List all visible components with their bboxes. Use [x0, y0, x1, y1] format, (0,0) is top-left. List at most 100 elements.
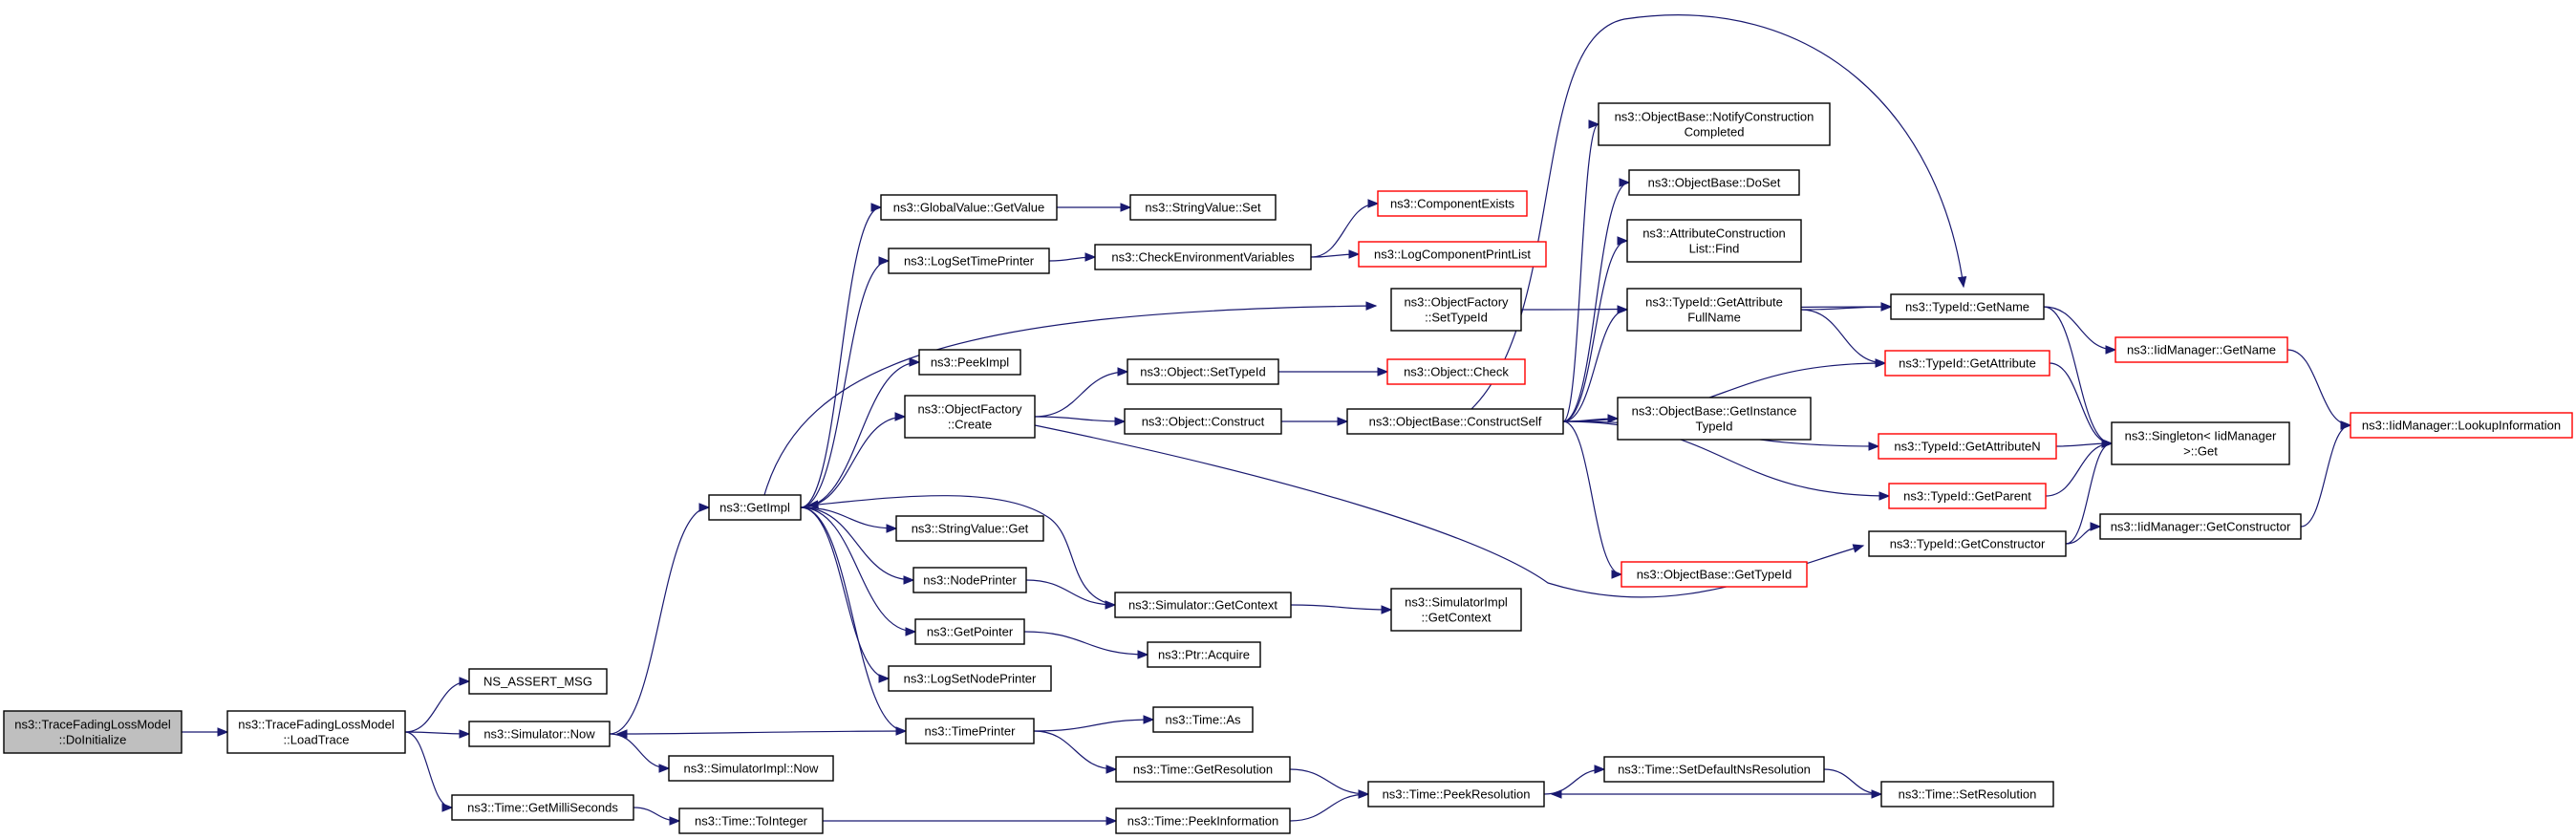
- call-edge-checkenv-to-logcompprint: [1310, 249, 1361, 259]
- function-node-simnow[interactable]: ns3::Simulator::Now: [468, 721, 611, 747]
- function-node-nsassert[interactable]: NS_ASSERT_MSG: [468, 668, 608, 695]
- function-node-objconstruct[interactable]: ns3::Object::Construct: [1124, 408, 1282, 435]
- function-node-iidgetname[interactable]: ns3::IidManager::GetName: [2114, 336, 2288, 363]
- function-node-ptracquire[interactable]: ns3::Ptr::Acquire: [1147, 641, 1261, 668]
- function-node-ofcreate[interactable]: ns3::ObjectFactory::Create: [904, 395, 1036, 439]
- arrowhead: [658, 764, 671, 773]
- edge-line: [800, 506, 897, 529]
- arrowhead: [459, 729, 471, 739]
- function-node-loadtrace[interactable]: ns3::TraceFadingLossModel::LoadTrace: [226, 710, 406, 754]
- function-node-nodeprinter[interactable]: ns3::NodePrinter: [912, 567, 1027, 593]
- node-label: ns3::TypeId::GetAttribute: [1899, 356, 2036, 371]
- call-edge-tointeger-to-peekinfo: [823, 816, 1118, 826]
- function-node-ofsettypeid[interactable]: ns3::ObjectFactory::SetTypeId: [1390, 288, 1522, 332]
- function-node-compexists[interactable]: ns3::ComponentExists: [1377, 190, 1528, 217]
- function-node-setdefres[interactable]: ns3::Time::SetDefaultNsResolution: [1603, 756, 1825, 783]
- function-node-logcompprint[interactable]: ns3::LogComponentPrintList: [1358, 241, 1547, 268]
- edge-line: [807, 495, 1116, 606]
- node-box: [1152, 706, 1254, 733]
- function-node-timeprinter[interactable]: ns3::TimePrinter: [905, 718, 1035, 744]
- edge-line: [2049, 362, 2113, 444]
- call-edge-timeprinter-to-getres: [1033, 730, 1118, 774]
- edge-line: [800, 506, 916, 633]
- node-label: ns3::IidManager::LookupInformation: [2362, 419, 2561, 433]
- arrowhead: [615, 729, 628, 739]
- call-edge-getimpl-to-logsetnode: [800, 506, 891, 683]
- function-node-objcheck[interactable]: ns3::Object::Check: [1386, 358, 1526, 385]
- function-node-logsetnode[interactable]: ns3::LogSetNodePrinter: [888, 665, 1052, 692]
- edge-line: [800, 416, 906, 508]
- call-edge-constructself-to-getattrfull: [1562, 305, 1629, 422]
- node-box: [1094, 244, 1312, 270]
- arrowhead: [1381, 605, 1393, 614]
- node-box: [1346, 408, 1564, 435]
- function-node-iidgetctor[interactable]: ns3::IidManager::GetConstructor: [2099, 513, 2302, 540]
- edge-line: [609, 733, 670, 769]
- edge-line: [616, 730, 907, 735]
- node-box: [914, 618, 1025, 645]
- function-node-timeas[interactable]: ns3::Time::As: [1152, 706, 1254, 733]
- function-node-simimplctx[interactable]: ns3::SimulatorImpl::GetContext: [1390, 588, 1522, 632]
- function-node-simimplnow[interactable]: ns3::SimulatorImpl::Now: [668, 755, 834, 782]
- truncated-node-box: [1621, 561, 1808, 588]
- function-node-peekinfo[interactable]: ns3::Time::PeekInformation: [1115, 808, 1291, 834]
- function-node-tidgetctor[interactable]: ns3::TypeId::GetConstructor: [1868, 530, 2067, 557]
- function-node-tidgetparent[interactable]: ns3::TypeId::GetParent: [1888, 483, 2047, 509]
- function-node-tidgetname[interactable]: ns3::TypeId::GetName: [1890, 293, 2045, 320]
- call-edge-iidgetname-to-iidlookup: [2286, 349, 2352, 430]
- function-node-getres[interactable]: ns3::Time::GetResolution: [1115, 756, 1291, 783]
- function-node-tidgetattrn[interactable]: ns3::TypeId::GetAttributeN: [1878, 433, 2057, 460]
- call-edge-ofcreate-to-objconstruct: [1034, 416, 1127, 426]
- function-node-peekimpl[interactable]: ns3::PeekImpl: [918, 349, 1021, 376]
- node-box: [1390, 588, 1522, 632]
- function-node-doset[interactable]: ns3::ObjectBase::DoSet: [1628, 169, 1800, 196]
- function-node-singleton[interactable]: ns3::Singleton< IidManager>::Get: [2111, 421, 2290, 465]
- edge-line: [404, 680, 470, 733]
- function-node-svset[interactable]: ns3::StringValue::Set: [1129, 194, 1277, 221]
- function-node-peekres[interactable]: ns3::Time::PeekResolution: [1367, 781, 1545, 808]
- node-box: [468, 668, 608, 695]
- edge-line: [1800, 306, 1892, 311]
- function-node-constructself[interactable]: ns3::ObjectBase::ConstructSelf: [1346, 408, 1564, 435]
- function-node-getpointer[interactable]: ns3::GetPointer: [914, 618, 1025, 645]
- arrowhead: [1880, 302, 1893, 312]
- node-label: ::Create: [948, 418, 992, 432]
- function-node-doinit[interactable]: ns3::TraceFadingLossModel::DoInitialize: [3, 710, 182, 754]
- node-label: ns3::TraceFadingLossModel: [14, 718, 171, 732]
- node-box: [1124, 408, 1282, 435]
- function-node-setres[interactable]: ns3::Time::SetResolution: [1880, 781, 2054, 808]
- edge-line: [800, 361, 920, 508]
- function-node-getimpl[interactable]: ns3::GetImpl: [708, 494, 802, 521]
- function-node-globalvalue[interactable]: ns3::GlobalValue::GetValue: [880, 194, 1058, 221]
- function-node-tidgetattr[interactable]: ns3::TypeId::GetAttribute: [1884, 350, 2050, 377]
- arrowhead: [1137, 650, 1149, 659]
- truncated-node-box: [1884, 350, 2050, 377]
- call-edge-getimpl-to-ofsettypeid: [763, 301, 1378, 496]
- function-node-checkenv[interactable]: ns3::CheckEnvironmentVariables: [1094, 244, 1312, 270]
- node-box: [904, 395, 1036, 439]
- function-node-notifyconst[interactable]: ns3::ObjectBase::NotifyConstructionCompl…: [1598, 102, 1831, 146]
- function-node-iidlookup[interactable]: ns3::IidManager::LookupInformation: [2350, 412, 2573, 439]
- edge-line: [404, 731, 453, 808]
- call-edge-nodeprinter-to-simgetctx: [1025, 579, 1117, 610]
- arrowhead: [886, 524, 898, 533]
- function-node-objsettypeid[interactable]: ns3::Object::SetTypeId: [1127, 358, 1279, 385]
- function-node-svget[interactable]: ns3::StringValue::Get: [895, 515, 1044, 542]
- function-node-simgetctx[interactable]: ns3::Simulator::GetContext: [1114, 592, 1292, 618]
- call-edge-objconstruct-to-constructself: [1281, 417, 1349, 426]
- node-label: ns3::TimePrinter: [925, 724, 1017, 739]
- function-node-obgettypeid[interactable]: ns3::ObjectBase::GetTypeId: [1621, 561, 1808, 588]
- function-node-logsettime[interactable]: ns3::LogSetTimePrinter: [888, 248, 1050, 274]
- node-box: [1114, 592, 1292, 618]
- edge-line: [800, 506, 907, 732]
- edge-line: [1289, 793, 1369, 822]
- function-node-getmilli[interactable]: ns3::Time::GetMilliSeconds: [451, 794, 634, 821]
- arrowhead: [1365, 301, 1378, 311]
- node-box: [468, 721, 611, 747]
- arrowhead: [1607, 414, 1620, 423]
- function-node-tointeger[interactable]: ns3::Time::ToInteger: [678, 808, 824, 834]
- call-edge-getimpl-to-getpointer: [800, 506, 917, 636]
